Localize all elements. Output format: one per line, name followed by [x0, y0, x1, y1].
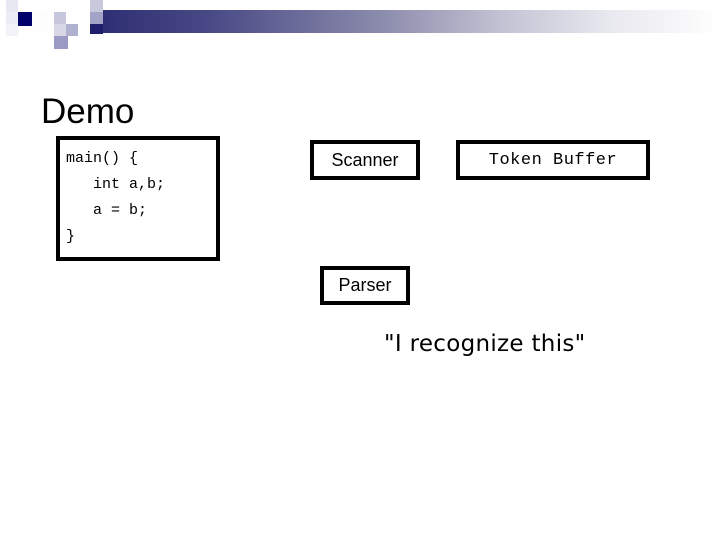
deco-square-mid-3: [66, 24, 78, 36]
parser-box: Parser: [320, 266, 410, 305]
deco-square-pale-1: [6, 24, 18, 36]
deco-square-navy-2: [90, 24, 103, 34]
deco-square-mid-6: [90, 12, 103, 24]
deco-square-mid-5: [90, 0, 103, 12]
recognize-quote: "I recognize this": [384, 331, 586, 357]
parser-label: Parser: [338, 275, 392, 295]
deco-square-mid-1: [54, 12, 66, 24]
page-title: Demo: [41, 92, 135, 132]
deco-square-mid-4: [54, 36, 68, 49]
scanner-box: Scanner: [310, 140, 420, 180]
header-gradient-bar: [102, 10, 720, 33]
deco-square-mid-2: [54, 24, 66, 36]
token-buffer-box: Token Buffer: [456, 140, 650, 180]
deco-square-light-1: [6, 0, 18, 12]
token-buffer-label: Token Buffer: [488, 150, 618, 170]
source-code-text: main() { int a,b; a = b; }: [66, 150, 166, 245]
scanner-label: Scanner: [331, 149, 399, 170]
deco-square-light-2: [6, 12, 18, 24]
slide-header: [0, 0, 720, 50]
deco-square-navy-1: [18, 12, 32, 26]
source-code-box: main() { int a,b; a = b; }: [56, 136, 220, 261]
